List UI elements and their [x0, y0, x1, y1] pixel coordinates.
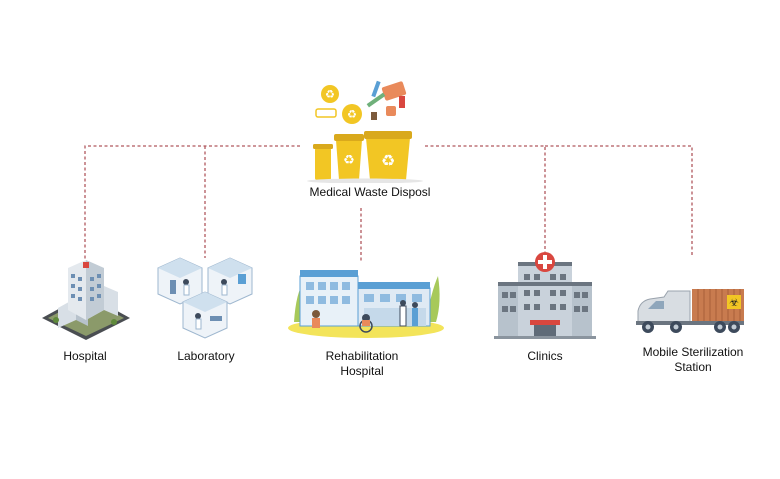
clinic-building-icon: [494, 252, 596, 339]
hospital-building-icon: [42, 260, 130, 340]
rehabilitation-hospital-icon: [288, 270, 444, 338]
connector-hospital: [84, 145, 300, 262]
recycling-bins-icon: ♻ ♻ ♻ ♻: [307, 80, 423, 183]
connector-clinics: [425, 145, 546, 252]
node-label-mobile: Mobile Sterilization Station: [642, 345, 744, 374]
biohazard-truck-icon: ☣: [636, 289, 744, 333]
node-label-rehab: Rehabilitation Hospital: [325, 349, 399, 378]
svg-text:♻: ♻: [325, 89, 335, 101]
node-label-clinics: Clinics: [527, 349, 563, 363]
node-label-hospital: Hospital: [63, 349, 107, 363]
connector-mobile: [545, 145, 693, 255]
svg-text:♻: ♻: [343, 152, 355, 167]
laboratory-rooms-icon: [157, 257, 253, 339]
svg-text:♻: ♻: [381, 153, 395, 170]
node-label-laboratory: Laboratory: [177, 349, 235, 363]
svg-text:☣: ☣: [729, 297, 739, 309]
center-label: Medical Waste Disposl: [309, 185, 431, 199]
svg-text:♻: ♻: [347, 109, 357, 121]
